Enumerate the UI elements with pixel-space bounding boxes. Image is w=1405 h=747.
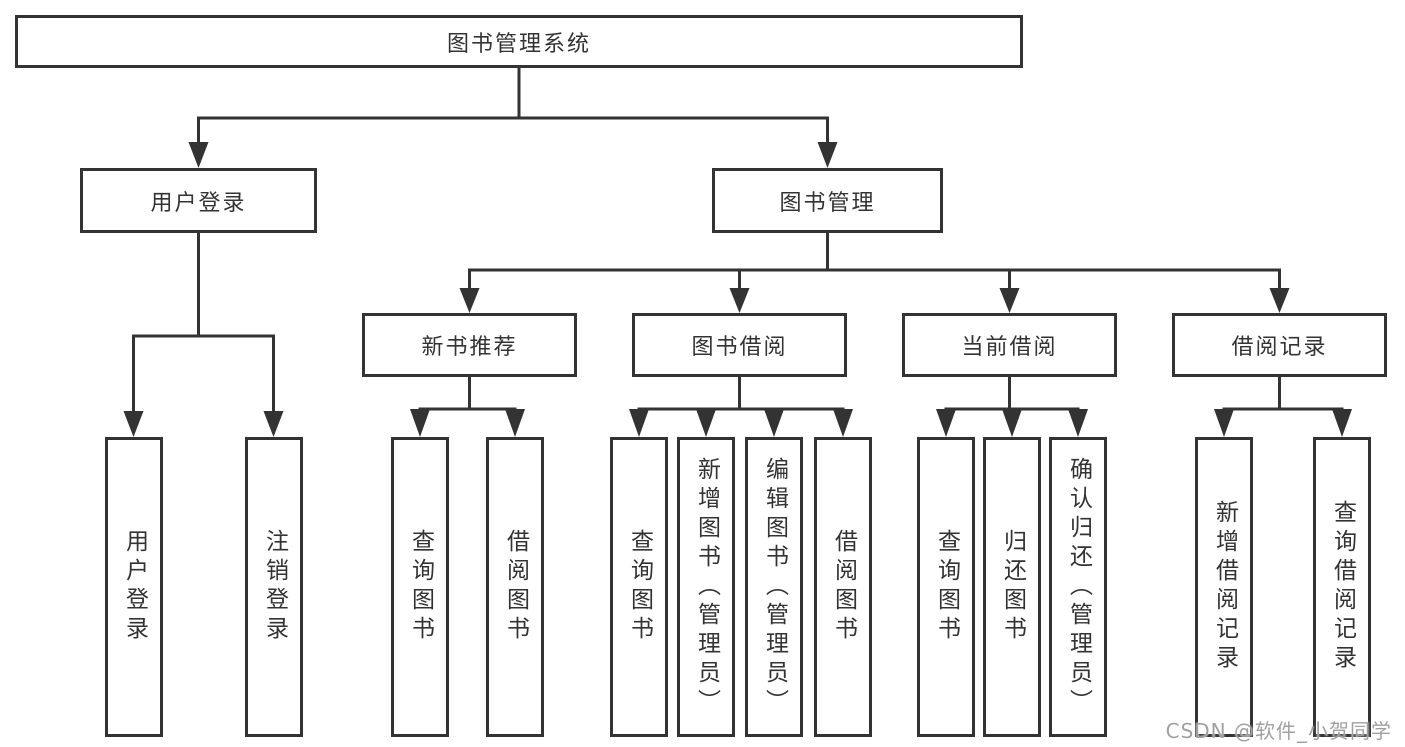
leaf-add-books-admin: 新增图书（管理员） <box>677 437 735 737</box>
leaf-add-borrow-record: 新增借阅记录 <box>1195 437 1253 737</box>
leaf-query-borrow-record: 查询借阅记录 <box>1313 437 1371 737</box>
leaf-query-books-2: 查询图书 <box>610 437 668 737</box>
watermark: CSDN @软件_小贺同学 <box>1165 719 1392 743</box>
node-new-book-recommendation: 新书推荐 <box>362 313 577 377</box>
leaf-return-books: 归还图书 <box>983 437 1041 737</box>
node-borrowing-records: 借阅记录 <box>1172 313 1387 377</box>
leaf-logout: 注销登录 <box>245 437 303 737</box>
node-user-login: 用户登录 <box>80 168 317 233</box>
leaf-borrow-books-1: 借阅图书 <box>486 437 544 737</box>
leaf-borrow-books-2: 借阅图书 <box>814 437 872 737</box>
leaf-edit-books-admin: 编辑图书（管理员） <box>745 437 803 737</box>
node-book-management: 图书管理 <box>712 168 943 233</box>
node-root: 图书管理系统 <box>15 15 1023 68</box>
leaf-query-books-1: 查询图书 <box>391 437 449 737</box>
node-current-borrowing: 当前借阅 <box>902 313 1117 377</box>
leaf-user-login: 用户登录 <box>105 437 163 737</box>
node-book-borrowing: 图书借阅 <box>632 313 847 377</box>
leaf-query-books-3: 查询图书 <box>917 437 975 737</box>
leaf-confirm-return-admin: 确认归还（管理员） <box>1049 437 1107 737</box>
